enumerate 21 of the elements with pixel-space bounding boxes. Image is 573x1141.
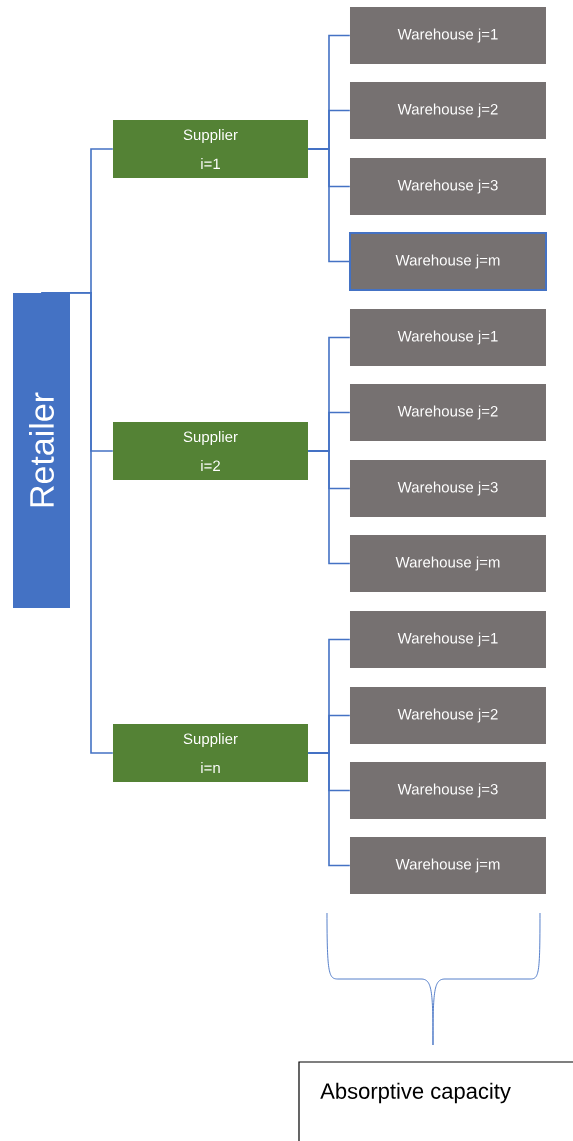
connector-line — [307, 148, 350, 263]
warehouse-box: Warehouse j=m — [350, 837, 546, 894]
warehouse-box: Warehouse j=1 — [350, 7, 546, 64]
text-box: Absorptive capacity — [298, 1061, 573, 1141]
supplier-box: Supplier i=2 — [113, 422, 308, 480]
warehouse-box: Warehouse j=1 — [350, 309, 546, 366]
supplier-box: Supplier i=1 — [113, 120, 308, 178]
warehouse-box: Warehouse j=2 — [350, 687, 546, 744]
connector-line — [40, 292, 114, 754]
warehouse-box: Warehouse j=3 — [350, 762, 546, 819]
retailer-box: Retailer — [13, 293, 70, 608]
warehouse-box: Warehouse j=2 — [350, 82, 546, 139]
supplier-box: Supplier i=n — [113, 724, 308, 782]
warehouse-box: Warehouse j=3 — [350, 460, 546, 517]
warehouse-box: Warehouse j=m — [350, 535, 546, 592]
warehouse-box: Warehouse j=2 — [350, 384, 546, 441]
warehouse-box: Warehouse j=m — [349, 232, 547, 291]
connector-line — [307, 752, 351, 867]
warehouse-box: Warehouse j=1 — [350, 611, 546, 668]
connector-line — [307, 450, 351, 565]
warehouse-box: Warehouse j=3 — [350, 158, 546, 215]
